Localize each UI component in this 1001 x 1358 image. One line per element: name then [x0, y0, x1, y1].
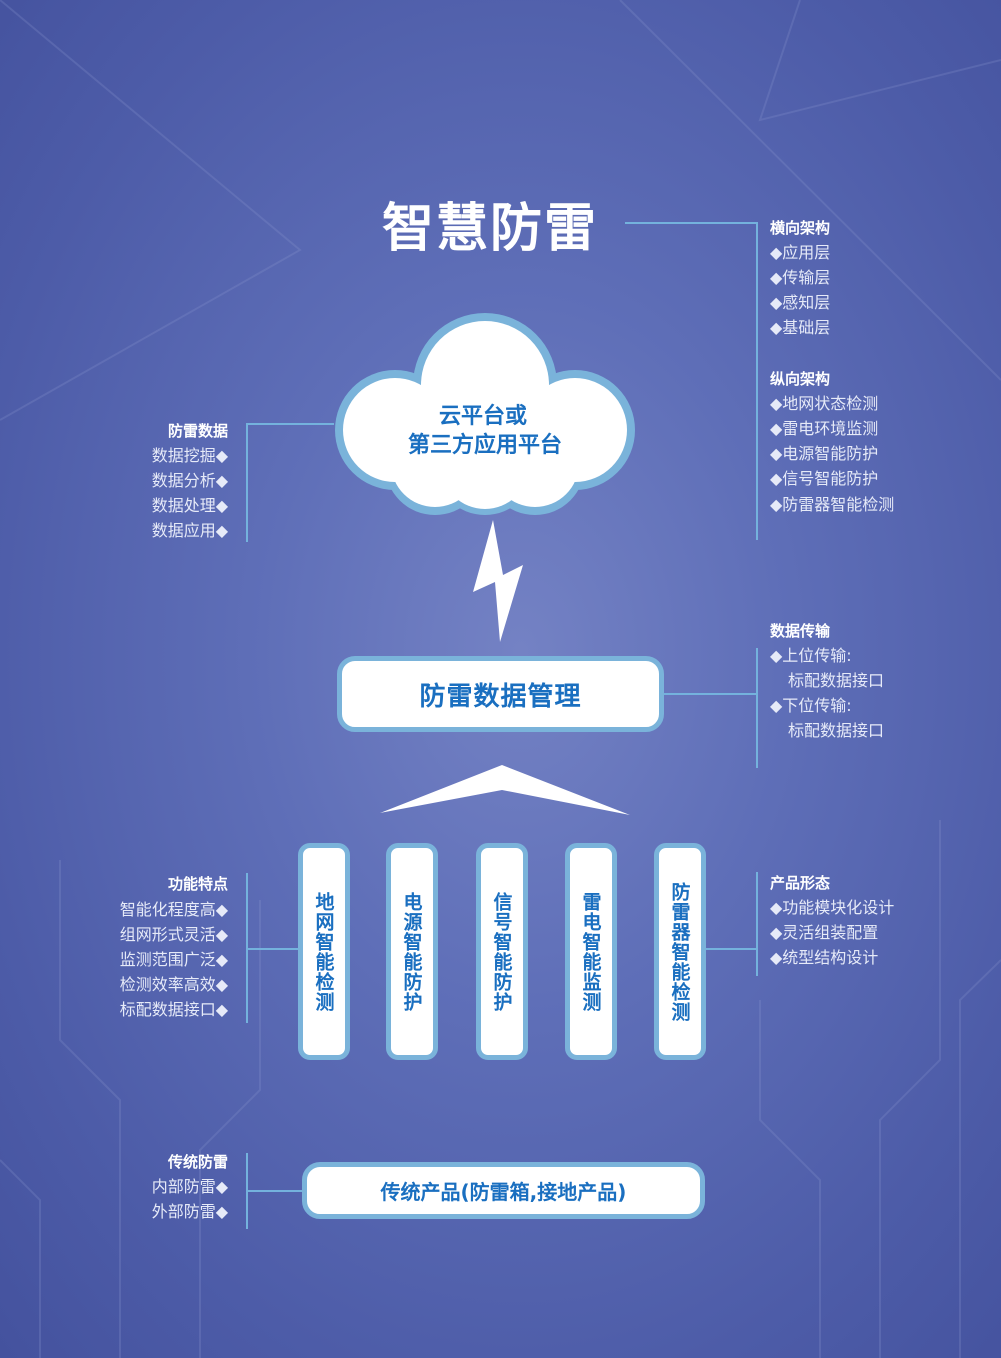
list-item: 标配数据接口 [788, 721, 885, 740]
list-item: ◆地网状态检测 [770, 394, 879, 413]
list-item: ◆上位传输: [770, 646, 852, 665]
list-item: ◆功能模块化设计 [770, 898, 895, 917]
connector-line [246, 1190, 303, 1192]
column-label: 电源智能防护 [400, 891, 423, 1012]
list-item: 数据应用◆ [151, 521, 228, 540]
list-item: 检测效率高效◆ [119, 975, 228, 994]
connector-line [663, 693, 757, 695]
list-item: ◆基础层 [770, 318, 831, 337]
data-management-box: 防雷数据管理 [337, 656, 664, 732]
list-item: 数据分析◆ [151, 471, 228, 490]
list-item: ◆下位传输: [770, 696, 852, 715]
cloud-label-line1: 云平台或 [438, 404, 527, 429]
list-item: 标配数据接口 [788, 671, 885, 690]
list-item: 监测范围广泛◆ [119, 950, 228, 969]
connector-line [625, 222, 757, 224]
chevron-up-icon [380, 765, 630, 815]
column-label: 雷电智能监测 [579, 891, 602, 1012]
group-header: 纵向架构 [770, 370, 831, 388]
lightning-icon [473, 520, 523, 642]
group-header: 横向架构 [770, 219, 831, 237]
connector-line [756, 222, 758, 540]
cloud-label-line2: 第三方应用平台 [407, 433, 562, 458]
group-header: 数据传输 [770, 622, 831, 640]
group-header: 产品形态 [770, 874, 831, 892]
column-ground-grid: 地网智能检测 [298, 843, 350, 1060]
list-item: ◆雷电环境监测 [770, 419, 879, 438]
group-header: 功能特点 [167, 875, 228, 893]
list-item: 数据处理◆ [151, 496, 228, 515]
list-item: 标配数据接口◆ [119, 1000, 228, 1019]
list-item: ◆电源智能防护 [770, 444, 879, 463]
list-item: ◆应用层 [770, 243, 831, 262]
list-item: 数据挖掘◆ [151, 446, 228, 465]
page-title: 智慧防雷 [381, 199, 598, 259]
column-label: 信号智能防护 [490, 891, 513, 1012]
list-item: ◆防雷器智能检测 [770, 495, 895, 514]
group-header: 防雷数据 [167, 422, 228, 440]
connector-line [756, 872, 758, 976]
connector-line [246, 423, 248, 542]
list-item: ◆信号智能防护 [770, 469, 879, 488]
list-item: 外部防雷◆ [151, 1202, 228, 1221]
connector-line [246, 948, 298, 950]
list-item: ◆感知层 [770, 293, 831, 312]
cloud-icon [335, 313, 635, 515]
list-item: ◆灵活组装配置 [770, 923, 879, 942]
column-arrester-detection: 防雷器智能检测 [654, 843, 706, 1060]
column-label: 地网智能检测 [312, 891, 335, 1012]
traditional-products-box: 传统产品(防雷箱,接地产品) [302, 1162, 705, 1219]
list-item: 内部防雷◆ [151, 1177, 228, 1196]
list-item: ◆传输层 [770, 268, 831, 287]
list-item: 组网形式灵活◆ [119, 925, 228, 944]
connector-line [705, 948, 757, 950]
list-item: ◆统型结构设计 [770, 948, 879, 967]
column-signal-protection: 信号智能防护 [476, 843, 528, 1060]
column-power-protection: 电源智能防护 [386, 843, 438, 1060]
list-item: 智能化程度高◆ [119, 900, 228, 919]
group-header: 传统防雷 [167, 1153, 228, 1171]
connector-line [756, 648, 758, 768]
column-lightning-monitoring: 雷电智能监测 [565, 843, 617, 1060]
connector-line [246, 423, 334, 425]
column-label: 防雷器智能检测 [668, 881, 691, 1022]
